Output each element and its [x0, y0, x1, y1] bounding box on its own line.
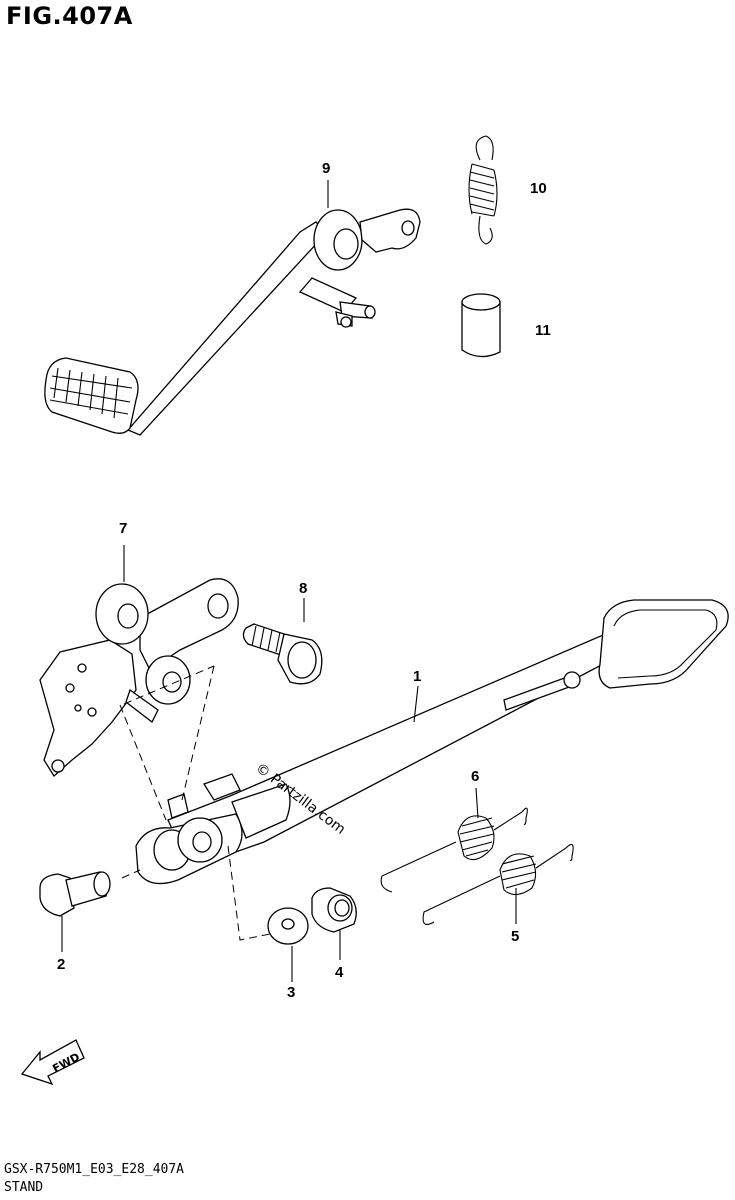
part-6-spring[interactable] — [380, 807, 528, 893]
callout-11[interactable]: 11 — [535, 322, 551, 339]
part-7-bracket[interactable] — [39, 578, 239, 777]
callout-10[interactable]: 10 — [530, 180, 547, 197]
part-10-spring[interactable] — [468, 135, 498, 245]
assembly-guide-lines — [119, 665, 271, 941]
part-5-spring[interactable] — [422, 843, 574, 925]
model-code: GSX-R750M1_E03_E28_407A — [4, 1162, 185, 1177]
part-4-nut[interactable] — [311, 887, 357, 933]
section-name: STAND — [4, 1180, 44, 1195]
forward-arrow-icon — [20, 1039, 85, 1086]
callout-9[interactable]: 9 — [322, 160, 331, 177]
part-9-shift-lever[interactable] — [44, 208, 421, 436]
part-1-stand-body[interactable] — [135, 599, 729, 885]
callout-1[interactable]: 1 — [413, 668, 422, 685]
part-2-pivot-bolt[interactable] — [39, 871, 111, 917]
fwd-direction-indicator: FWD — [20, 1039, 85, 1086]
callout-8[interactable]: 8 — [299, 580, 308, 597]
callout-leader-lines — [61, 180, 517, 982]
callout-6[interactable]: 6 — [471, 768, 480, 785]
part-11-collar[interactable] — [461, 293, 501, 358]
callout-7[interactable]: 7 — [119, 520, 128, 537]
figure-title: FIG.407A — [6, 2, 133, 30]
callout-2[interactable]: 2 — [57, 956, 66, 973]
callout-5[interactable]: 5 — [511, 928, 520, 945]
callout-4[interactable]: 4 — [335, 964, 344, 981]
part-8-bolt[interactable] — [242, 623, 323, 685]
callout-3[interactable]: 3 — [287, 984, 296, 1001]
part-3-washer[interactable] — [267, 907, 309, 945]
